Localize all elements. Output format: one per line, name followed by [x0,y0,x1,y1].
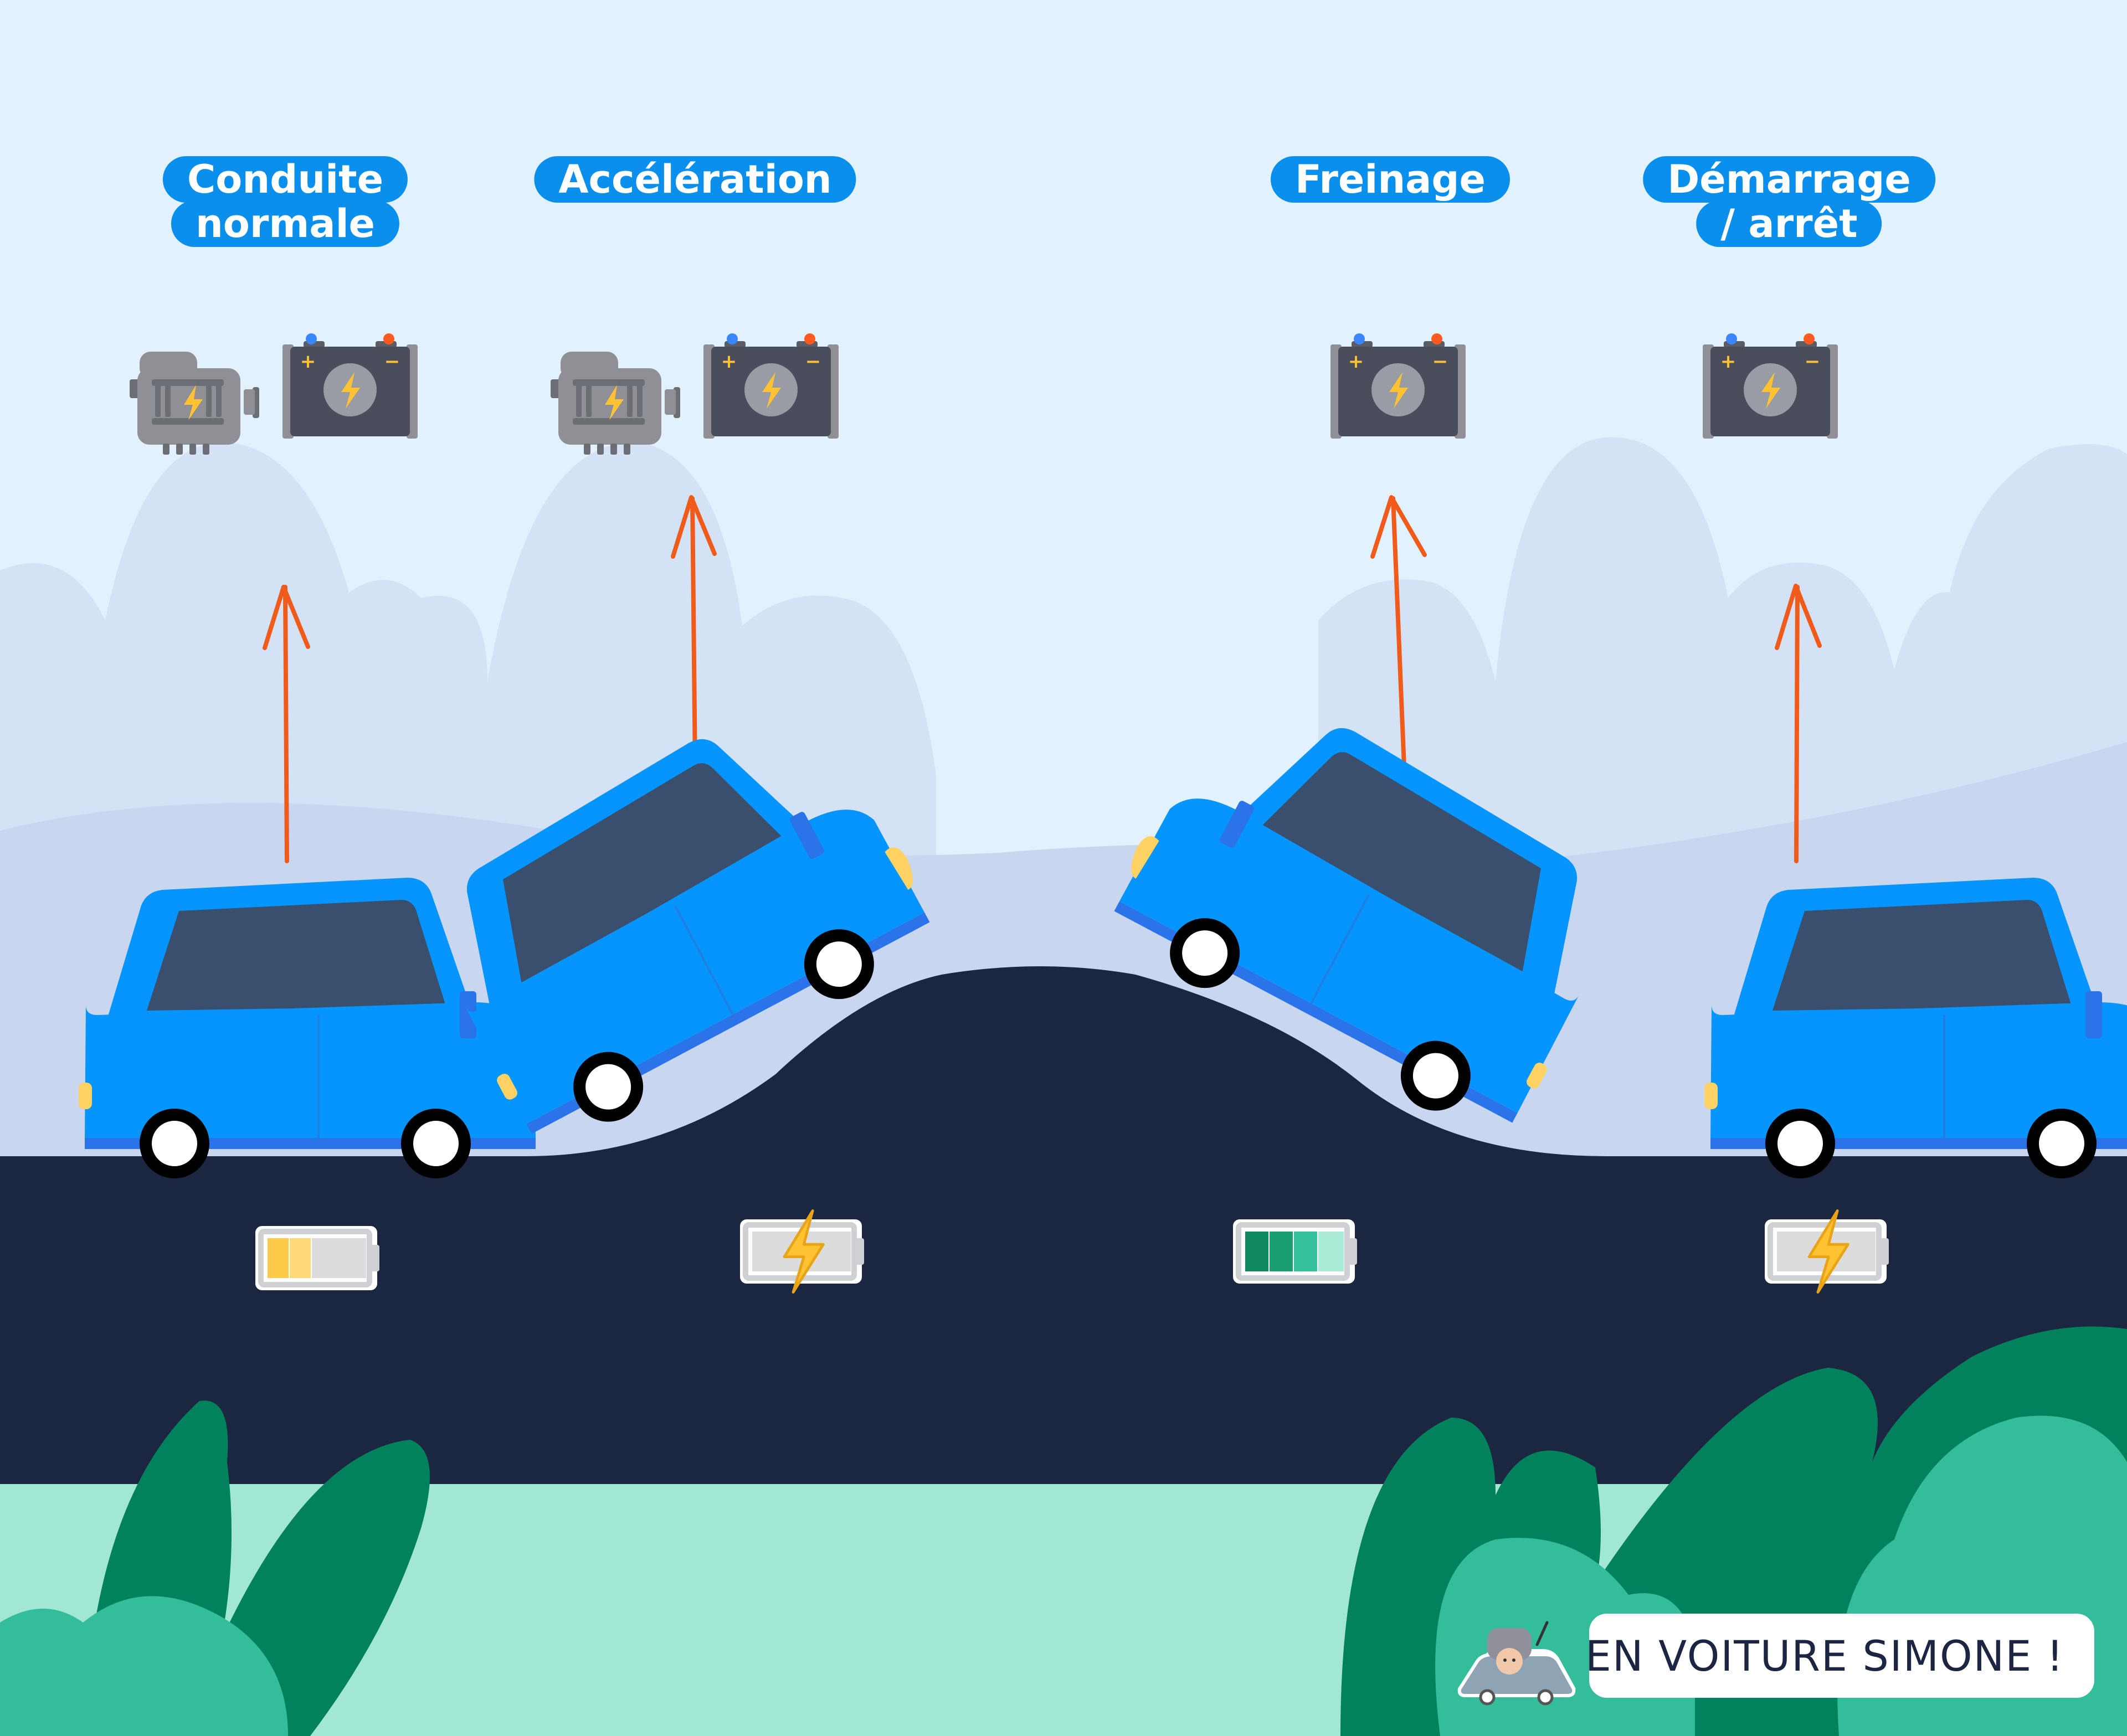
label-conduite-normale: Conduite normale [162,156,408,247]
battery-gauge-conduite-normale [255,1226,379,1290]
brand-logo [1457,1621,1576,1706]
arrow-freinage [1370,495,1427,769]
label-line: Démarrage [1643,156,1935,203]
label-demarrage-arret: Démarrage / arrêt [1643,156,1935,247]
battery-gauge-demarrage-arret [1765,1210,1889,1292]
label-line: Conduite [162,156,408,203]
label-freinage: Freinage [1271,156,1510,203]
battery-gauges [255,1210,1889,1292]
brand-badge: EN VOITURE SIMONE ! [1448,1606,2091,1708]
arrow-demarrage-arret [1775,584,1822,863]
battery-gauge-freinage [1233,1219,1357,1284]
battery-12v-icon [1703,333,1838,439]
road [0,966,2127,1484]
label-line: Accélération [534,156,856,203]
energy-arrows [263,495,1822,863]
label-line: normale [171,200,400,247]
arrow-conduite-normale [263,585,310,863]
brand-text: EN VOITURE SIMONE ! [1585,1631,2064,1681]
car-demarrage-arret [1704,878,2127,1172]
label-line: Freinage [1271,156,1510,203]
battery-12v-icon [703,333,839,439]
arrow-acceleration [671,495,717,772]
battery-12v-icon [282,333,418,439]
battery-gauge-acceleration [740,1210,864,1292]
brand-plate: EN VOITURE SIMONE ! [1585,1617,2091,1694]
label-line: / arrêt [1696,200,1882,247]
battery-12v-icon [1330,333,1466,439]
label-acceleration: Accélération [534,156,856,203]
